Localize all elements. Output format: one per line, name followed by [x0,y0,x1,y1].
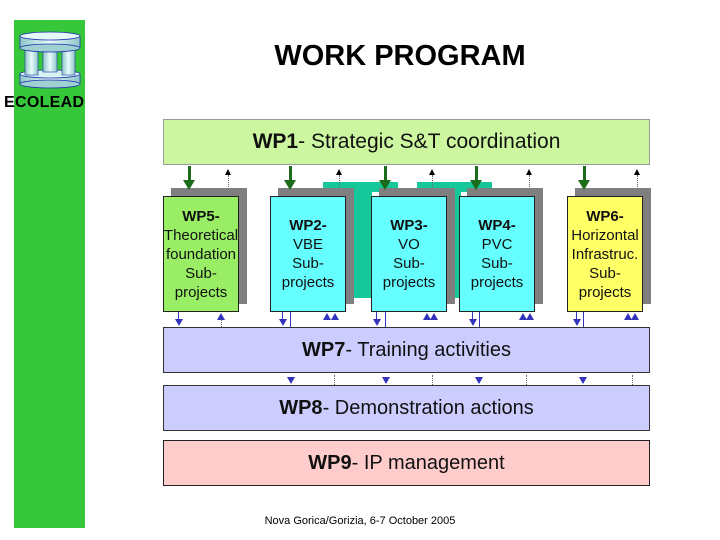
wp3-box: WP3- VO Sub- projects [371,196,447,312]
up-arrow-icon [331,313,339,320]
wp5-line: foundation [165,245,237,263]
wp6-line: Sub- [589,264,621,282]
wp7-label: - Training activities [345,338,511,361]
flow-line [385,312,386,327]
down-arrow-icon [578,180,590,190]
down-arrow-icon [284,180,296,190]
wp3-id: WP3- [390,217,428,234]
dotted-line [529,175,530,187]
wp2-id: WP2- [289,217,327,234]
wp7-box: WP7- Training activities [163,327,650,373]
wp9-id: WP9 [308,451,352,474]
wp2-line: VBE [292,236,323,253]
dotted-line [637,175,638,187]
down-arrow-icon [475,377,483,384]
up-arrow-icon [519,313,527,320]
wp3-line: projects [382,274,436,291]
down-arrow-icon [573,319,581,326]
wp4-id: WP4- [478,217,516,234]
column-temple-icon [18,30,82,92]
down-arrow-icon [183,180,195,190]
down-arrow-icon [279,319,287,326]
wp4-line: projects [470,274,524,291]
up-arrow-icon [631,313,639,320]
dotted-line [221,320,222,327]
dotted-line [334,375,335,385]
flow-line [576,312,577,320]
wp8-label: - Demonstration actions [322,396,534,419]
wp5-line: projects [174,283,228,301]
flow-line [282,312,283,320]
wp6-line: projects [578,283,632,301]
down-arrow-icon [470,180,482,190]
dotted-line [228,175,229,187]
wp6-box: WP6- Horizontal Infrastruc. Sub- project… [567,196,643,312]
wp3-line: Sub- [393,255,425,272]
up-arrow-icon [430,313,438,320]
page-title: WORK PROGRAM [274,40,526,72]
flow-line [290,312,291,327]
wp1-box: WP1- Strategic S&T coordination [163,119,650,165]
wp4-box: WP4- PVC Sub- projects [459,196,535,312]
down-arrow-stem [475,166,478,182]
dotted-line [339,175,340,187]
down-arrow-icon [382,377,390,384]
up-arrow-icon [624,313,632,320]
down-arrow-stem [384,166,387,182]
up-arrow-icon [526,313,534,320]
wp9-label: - IP management [351,451,505,474]
wp3-line: VO [398,236,420,253]
wp5-id: WP5- [182,207,220,225]
up-arrow-icon [323,313,331,320]
wp6-line: Horizontal [571,226,639,244]
flow-line [178,312,179,320]
wp7-id: WP7 [302,338,346,361]
wp5-line: Theoretical [163,226,239,244]
down-arrow-icon [287,377,295,384]
down-arrow-stem [289,166,292,182]
wp8-id: WP8 [279,396,323,419]
down-arrow-stem [583,166,586,182]
up-arrow-icon [225,169,231,175]
flow-line [472,312,473,320]
wp4-line: Sub- [481,255,513,272]
flow-line [583,312,584,327]
wp2-box: WP2- VBE Sub- projects [270,196,346,312]
dotted-line [526,375,527,385]
up-arrow-icon [217,313,225,320]
connector-wp2-wp3-stem [350,182,372,298]
dotted-line [432,175,433,187]
wp8-box: WP8- Demonstration actions [163,385,650,431]
up-arrow-icon [634,169,640,175]
wp1-label: - Strategic S&T coordination [298,130,561,153]
logo-text: ECOLEAD [4,94,85,111]
up-arrow-icon [429,169,435,175]
wp2-line: Sub- [292,255,324,272]
wp5-box: WP5- Theoretical foundation Sub- project… [163,196,239,312]
wp9-box: WP9- IP management [163,440,650,486]
footer-text: Nova Gorica/Gorizia, 6-7 October 2005 [264,515,456,527]
wp6-id: WP6- [586,207,624,225]
down-arrow-icon [579,377,587,384]
wp4-line: PVC [481,236,513,253]
dotted-line [632,375,633,385]
wp5-line: Sub- [185,264,217,282]
up-arrow-icon [423,313,431,320]
wp1-id: WP1 [252,130,299,153]
up-arrow-icon [526,169,532,175]
down-arrow-icon [373,319,381,326]
flow-line [479,312,480,327]
down-arrow-stem [188,166,191,182]
down-arrow-icon [175,319,183,326]
flow-line [376,312,377,320]
green-sidebar [14,20,85,528]
down-arrow-icon [469,319,477,326]
wp2-line: projects [281,274,335,291]
up-arrow-icon [336,169,342,175]
wp6-line: Infrastruc. [571,245,639,263]
down-arrow-icon [379,180,391,190]
dotted-line [432,375,433,385]
